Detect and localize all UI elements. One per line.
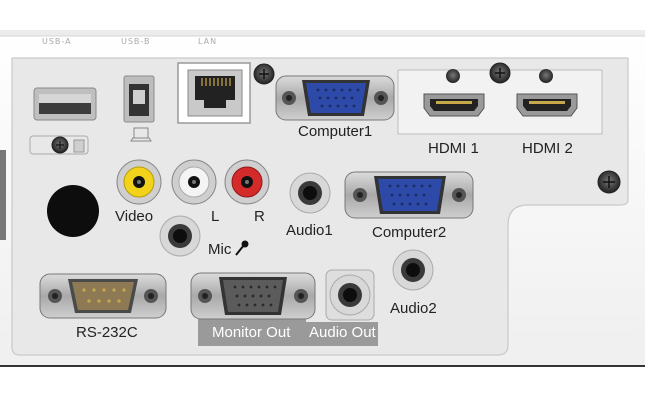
usb-bracket: [29, 135, 89, 155]
screw-icon: [51, 136, 69, 154]
output-band: [198, 318, 378, 346]
rs232c-label: RS-232C: [76, 324, 138, 341]
computer2-vga-port: [344, 171, 474, 219]
monitor-out-vga-port: [190, 272, 316, 320]
audio-out-jack: [325, 269, 375, 321]
rs232c-port: [39, 273, 167, 319]
video-rca-port: [116, 159, 162, 205]
microphone-icon: [235, 240, 249, 256]
lan-top-label: LAN: [198, 37, 218, 46]
audio2-label: Audio2: [390, 300, 437, 317]
audio-out-label: Audio Out: [309, 324, 376, 341]
mic-label: Mic: [208, 241, 232, 258]
audio2-jack: [392, 249, 434, 291]
audio-l-rca-port: [171, 159, 217, 205]
computer-outline-icon: [130, 127, 152, 142]
screw-icon: [597, 170, 621, 194]
hdmi2-label: HDMI 2: [522, 140, 573, 157]
hdmi2-port: [516, 69, 578, 117]
lan-port: [177, 62, 251, 124]
computer1-label: Computer1: [298, 123, 373, 140]
audio-l-label: L: [211, 208, 220, 225]
usb-b-top-label: USB-B: [121, 37, 151, 46]
video-label: Video: [115, 208, 154, 225]
audio-r-rca-port: [224, 159, 270, 205]
audio-r-label: R: [254, 208, 265, 225]
usb-a-top-label: USB-A: [42, 37, 72, 46]
sensor-cover: [47, 185, 99, 237]
computer1-vga-port: [275, 75, 395, 121]
usb-a-port: [33, 87, 97, 121]
monitor-out-label: Monitor Out: [212, 324, 291, 341]
screw-icon: [253, 63, 275, 85]
screw-icon: [489, 62, 511, 84]
mic-jack: [159, 215, 201, 257]
hdmi1-port: [423, 69, 485, 117]
audio1-label: Audio1: [286, 222, 333, 239]
computer2-label: Computer2: [372, 224, 447, 241]
hdmi1-label: HDMI 1: [428, 140, 479, 157]
audio1-jack: [289, 172, 331, 214]
usb-b-port: [123, 75, 155, 123]
